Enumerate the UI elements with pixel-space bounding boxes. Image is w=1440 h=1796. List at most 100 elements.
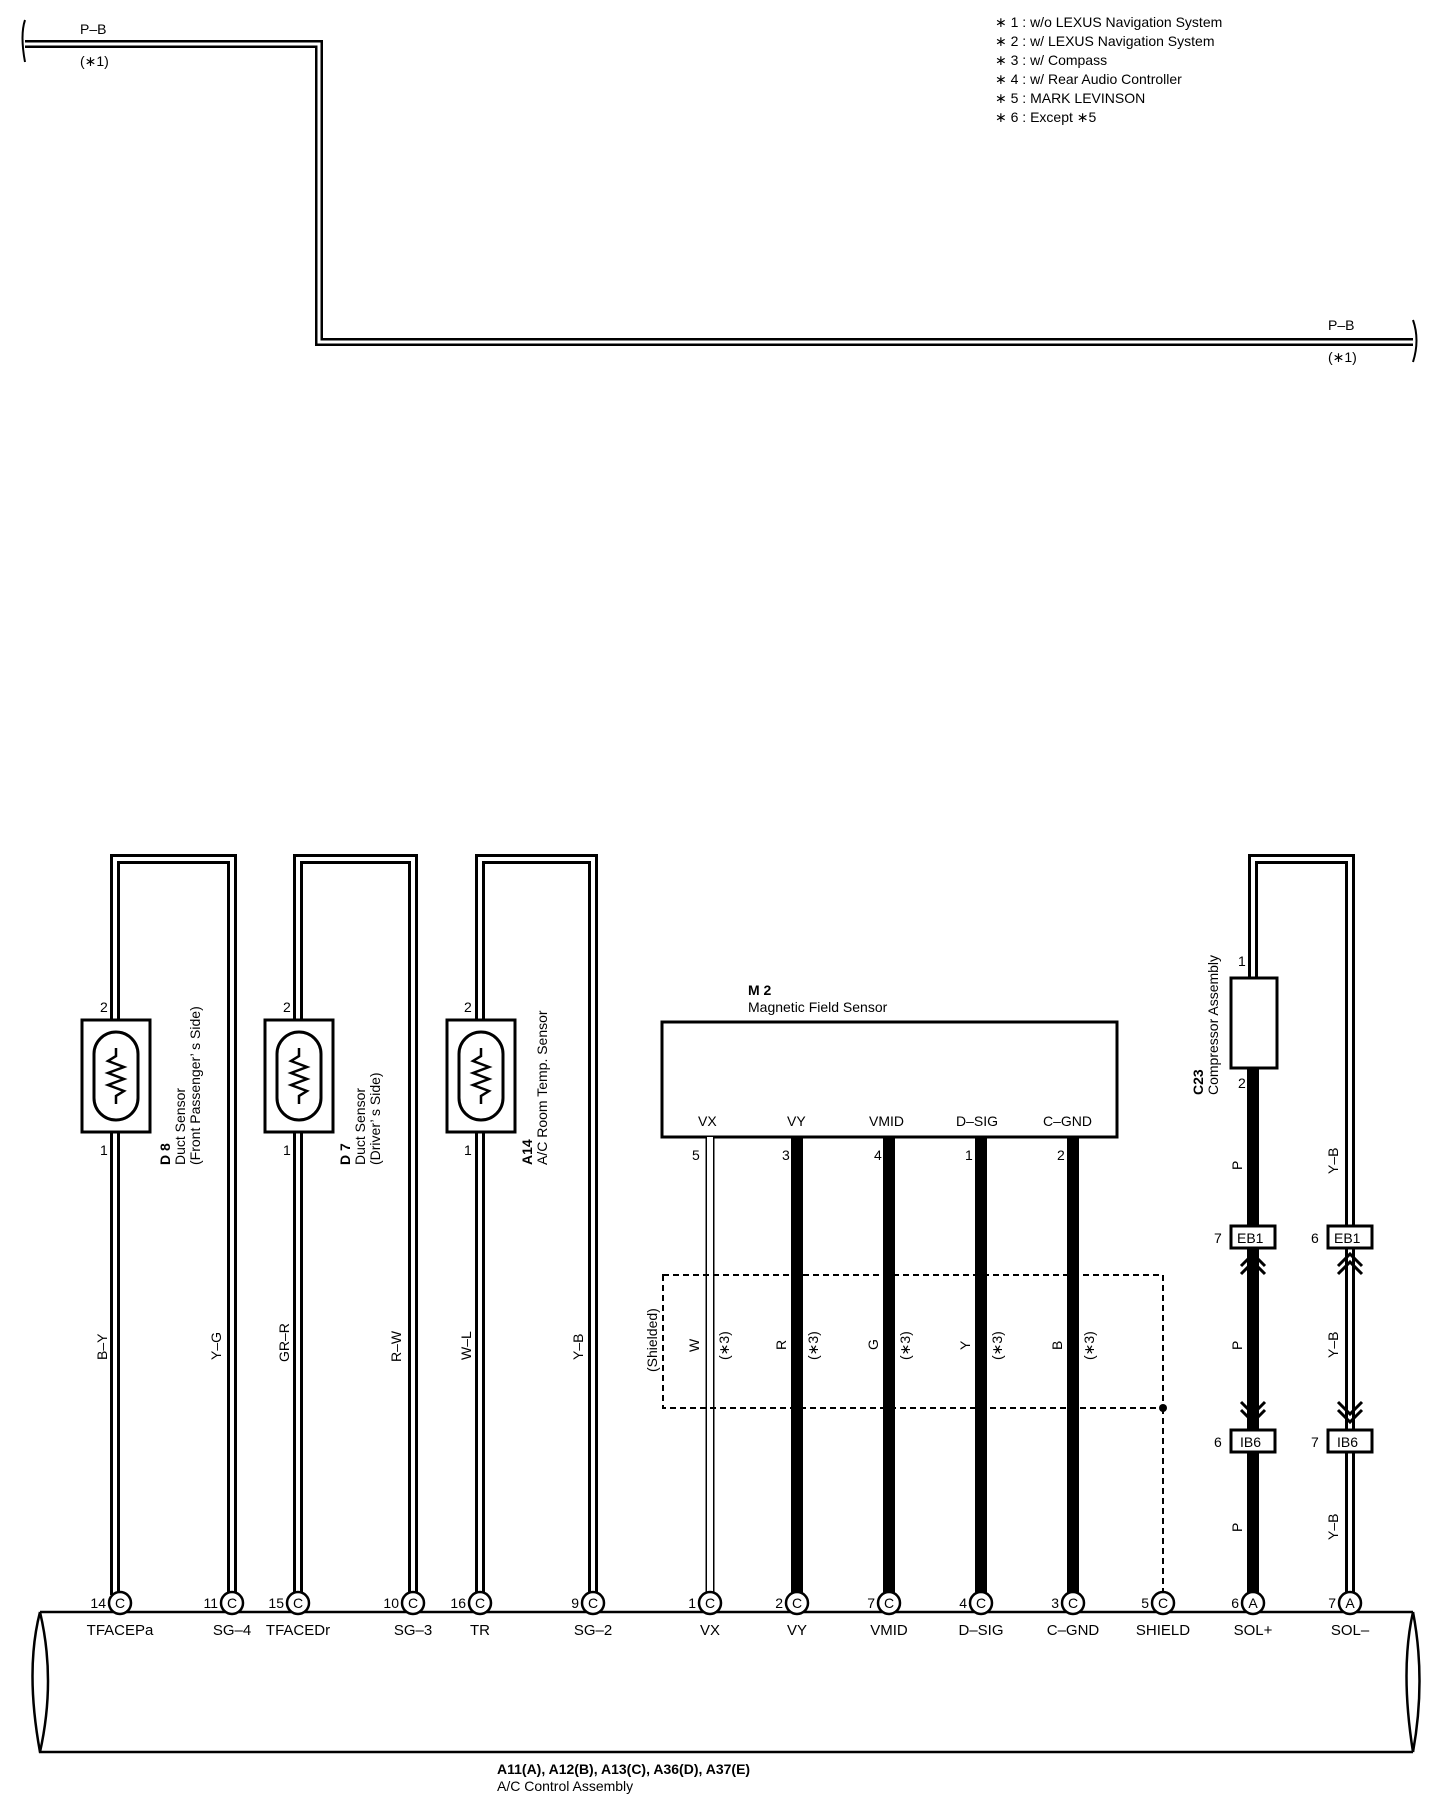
terminal-connector-icon: [1240, 1590, 1266, 1616]
mag-pin-num-dsig: 1: [965, 1147, 973, 1163]
terminal-connector-icon: [285, 1590, 311, 1616]
terminal-connector-icon: [1337, 1590, 1363, 1616]
note-6: ∗ 6 : Except ∗5: [995, 109, 1096, 125]
compressor-circuit: 1 2 C23 Compressor Assembly EB1 7 EB1 6 …: [1190, 854, 1374, 1595]
terminal-pin-number: 15: [268, 1595, 284, 1611]
sensor-d7-name-2: (Driver’ s Side): [367, 1072, 383, 1165]
wire-vy-color: R: [773, 1340, 789, 1350]
sensor-a14-pin-bottom: 1: [464, 1142, 472, 1158]
wire-a14-left-color: W–L: [458, 1331, 474, 1360]
sensor-a14-code: A14: [519, 1139, 535, 1165]
terminal-label: TR: [470, 1622, 490, 1639]
mag-pin-label-vy: VY: [787, 1113, 806, 1129]
chevron-up-icon: [1239, 1251, 1267, 1276]
sensor-d8-name-2: (Front Passenger’ s Side): [187, 1006, 203, 1165]
terminal-label: TFACEDr: [266, 1622, 330, 1639]
top-wire-left-color: P–B: [80, 21, 106, 37]
terminal-pin-number: 7: [1328, 1595, 1336, 1611]
terminal-pin-number: 11: [203, 1595, 218, 1611]
connector-eb1-right-name: EB1: [1334, 1230, 1361, 1246]
wire-break-right-icon: [1412, 319, 1418, 363]
wire-break-left-icon: [21, 19, 26, 63]
terminal-label: SOL–: [1331, 1622, 1370, 1639]
connector-ib6-right-pin: 7: [1311, 1434, 1319, 1450]
wire-d8-right-color: Y–G: [208, 1332, 224, 1360]
mag-pin-num-vy: 3: [782, 1147, 790, 1163]
wire-sol-minus-lower-color: Y–B: [1325, 1514, 1341, 1540]
mag-pin-label-cgnd: C–GND: [1043, 1113, 1092, 1129]
terminal-connector-icon: [219, 1590, 245, 1616]
wire-vmid-color: G: [865, 1339, 881, 1350]
wire-vx-note: (∗3): [716, 1331, 732, 1360]
compressor-name: Compressor Assembly: [1205, 955, 1221, 1095]
wire-sol-plus-lower-color: P: [1229, 1523, 1245, 1532]
connector-eb1-right: [1326, 1224, 1374, 1250]
terminal-pin-number: 10: [383, 1595, 399, 1611]
magnetic-sensor-code: M 2: [748, 982, 772, 998]
terminal-connector-icon: [1060, 1590, 1086, 1616]
terminal-connector-letter: C: [1068, 1595, 1078, 1611]
terminal-connector-icon: [1150, 1590, 1176, 1616]
note-1: ∗ 1 : w/o LEXUS Navigation System: [995, 14, 1222, 30]
shield-box: [662, 1274, 1164, 1409]
sensor-d7-pin-top: 2: [283, 999, 291, 1015]
top-wire-left-note: (∗1): [80, 53, 109, 69]
connector-eb1-right-pin: 6: [1311, 1230, 1319, 1246]
chevron-down-icon: [1336, 1400, 1364, 1425]
ac-control-assembly: C14TFACEPaC11SG–4C15TFACEDrC10SG–3C16TRC…: [31, 1590, 1421, 1794]
terminal-pin-number: 5: [1141, 1595, 1149, 1611]
sensor-d8-circuit: 2 1 D 8 Duct Sensor (Front Passenger’ s …: [80, 854, 237, 1595]
compressor-code: C23: [1190, 1069, 1206, 1095]
terminal-connector-letter: C: [792, 1595, 802, 1611]
terminal-pin-number: 3: [1051, 1595, 1059, 1611]
ecu-codes: A11(A), A12(B), A13(C), A36(D), A37(E): [497, 1761, 750, 1777]
note-4: ∗ 4 : w/ Rear Audio Controller: [995, 71, 1182, 87]
wire-sol-plus-upper-color: P: [1229, 1161, 1245, 1170]
mag-pin-label-dsig: D–SIG: [956, 1113, 998, 1129]
compressor-pin-bottom: 2: [1238, 1075, 1246, 1091]
sensor-d7-name-1: Duct Sensor: [352, 1088, 368, 1165]
chevron-up-icon: [1336, 1251, 1364, 1276]
mag-pin-num-vmid: 4: [874, 1147, 882, 1163]
terminal-connector-icon: [107, 1590, 133, 1616]
sensor-d8-code: D 8: [157, 1143, 173, 1165]
sensor-a14-circuit: 2 1 A14 A/C Room Temp. Sensor W–L Y–B: [445, 854, 598, 1595]
top-wire-right-note: (∗1): [1328, 349, 1357, 365]
wire-dsig-color: Y: [957, 1340, 973, 1350]
terminal-pin-number: 6: [1231, 1595, 1239, 1611]
terminal-label: SG–2: [574, 1622, 612, 1639]
terminal-connector-icon: [467, 1590, 493, 1616]
terminal-connector-letter: C: [475, 1595, 485, 1611]
mag-pin-label-vmid: VMID: [869, 1113, 904, 1129]
terminal-label: VX: [700, 1622, 720, 1639]
wire-a14-right-color: Y–B: [570, 1334, 586, 1360]
note-3: ∗ 3 : w/ Compass: [995, 52, 1107, 68]
sensor-d7-code: D 7: [337, 1143, 353, 1165]
wire-sol-minus-upper-color: Y–B: [1325, 1148, 1341, 1174]
terminal-connector-letter: A: [1248, 1595, 1258, 1611]
terminal-connector-letter: C: [293, 1595, 303, 1611]
terminal-connector-letter: C: [115, 1595, 125, 1611]
terminal-label: C–GND: [1047, 1622, 1100, 1639]
connector-ib6-right-name: IB6: [1337, 1434, 1358, 1450]
wire-d7-left-color: GR–R: [276, 1323, 292, 1362]
terminal-connector-icon: [968, 1590, 994, 1616]
magnetic-sensor-name: Magnetic Field Sensor: [748, 999, 888, 1015]
mag-pin-num-vx: 5: [692, 1147, 700, 1163]
terminal-pin-number: 9: [571, 1595, 579, 1611]
terminal-connector-letter: C: [588, 1595, 598, 1611]
top-wire: P–B (∗1) P–B (∗1): [21, 19, 1418, 365]
magnetic-field-sensor: M 2 Magnetic Field Sensor VX VY VMID D–S…: [644, 982, 1167, 1595]
note-2: ∗ 2 : w/ LEXUS Navigation System: [995, 33, 1214, 49]
terminal-label: D–SIG: [958, 1622, 1003, 1639]
wire-sol-minus-mid-color: Y–B: [1325, 1332, 1341, 1358]
connector-ib6-right: [1326, 1428, 1374, 1454]
top-wire-right-color: P–B: [1328, 317, 1354, 333]
mag-pin-num-cgnd: 2: [1057, 1147, 1065, 1163]
connector-eb1-left-pin: 7: [1214, 1230, 1222, 1246]
terminal-pin-number: 4: [959, 1595, 967, 1611]
ecu-name: A/C Control Assembly: [497, 1778, 633, 1794]
sensor-d8-pin-bottom: 1: [100, 1142, 108, 1158]
wire-cgnd-note: (∗3): [1081, 1331, 1097, 1360]
